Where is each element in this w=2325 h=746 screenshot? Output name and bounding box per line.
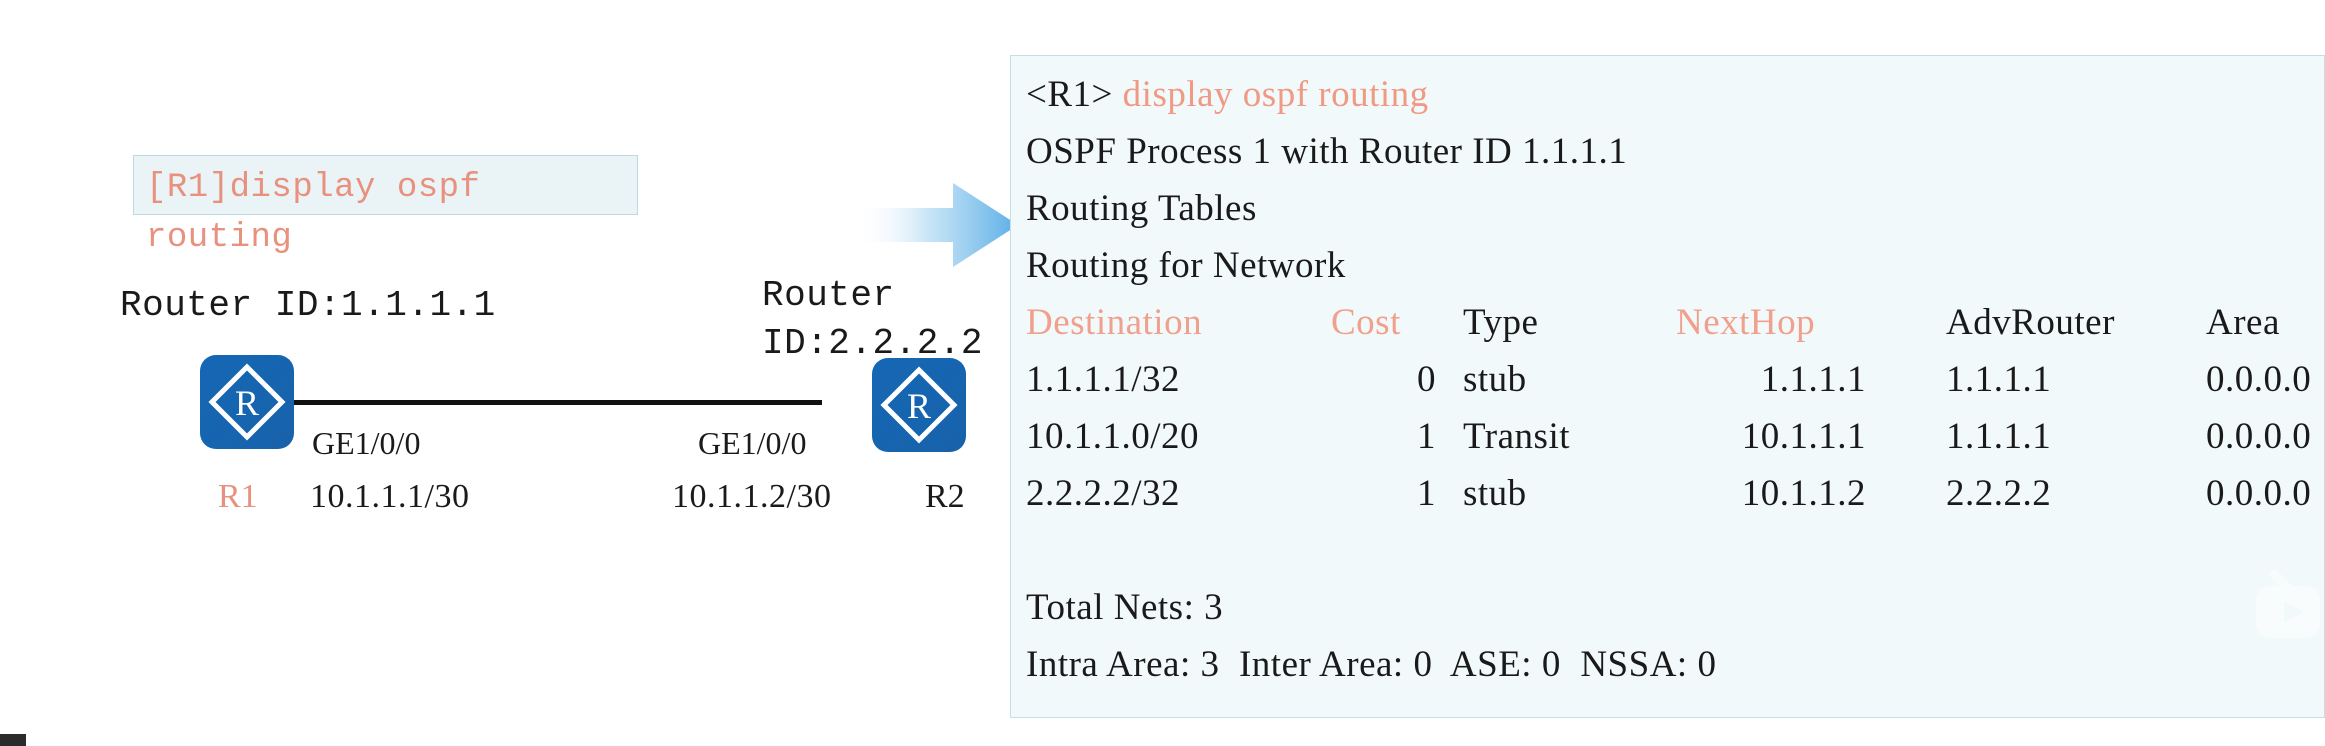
cell-cost: 0 [1417,359,1436,400]
right-router-id-label: Router ID:2.2.2.2 [762,275,984,364]
cell-destination: 10.1.1.0/20 [1026,416,1200,457]
terminal-line-2: Routing for Network [1026,245,1346,286]
cell-area: 0.0.0.0 [2206,473,2312,514]
left-ip-label: 10.1.1.1/30 [310,478,470,515]
cell-destination: 2.2.2.2/32 [1026,473,1181,514]
svg-text:R: R [235,383,259,423]
table-row: 2.2.2.2/32 1 stub 10.1.1.2 2.2.2.2 0.0.0… [1026,465,2324,522]
area-summary-line: Intra Area: 3 Inter Area: 0 ASE: 0 NSSA:… [1026,644,1717,685]
column-header-cost: Cost [1331,302,1401,343]
svg-text:R: R [907,386,931,426]
right-ip-label: 10.1.1.2/30 [672,478,832,515]
cell-advrouter: 1.1.1.1 [1946,416,2052,457]
column-header-nexthop: NextHop [1676,302,1816,343]
column-header-area: Area [2206,302,2280,343]
router-icon-r2[interactable]: R [872,358,966,452]
terminal-line-1: Routing Tables [1026,188,1257,229]
total-nets-line: Total Nets: 3 [1026,587,1224,628]
terminal-blank-line [1026,522,2324,579]
cell-cost: 1 [1417,416,1436,457]
terminal-line-0: OSPF Process 1 with Router ID 1.1.1.1 [1026,131,1628,172]
right-router-name: R2 [925,478,965,515]
cell-nexthop: 10.1.1.1 [1741,416,1866,457]
command-callout-box [133,155,638,215]
terminal-prompt-line: <R1> display ospf routing [1026,66,2324,123]
ethernet-link [262,400,822,405]
table-row: 10.1.1.0/20 1 Transit 10.1.1.1 1.1.1.1 0… [1026,408,2324,465]
left-router-name: R1 [218,478,258,515]
cell-destination: 1.1.1.1/32 [1026,359,1181,400]
command-callout-text: [R1]display ospf routing [146,169,481,257]
table-header-row: Destination Cost Type NextHop AdvRouter … [1026,294,2324,351]
cell-type: stub [1463,359,1527,400]
cell-cost: 1 [1417,473,1436,514]
cell-area: 0.0.0.0 [2206,416,2312,457]
network-diagram: [R1]display ospf routing Router ID:1.1.1… [0,0,1010,746]
cell-advrouter: 1.1.1.1 [1946,359,2052,400]
cell-type: Transit [1463,416,1571,457]
column-header-destination: Destination [1026,302,1203,343]
terminal-output-panel: <R1> display ospf routing OSPF Process 1… [1010,55,2325,718]
cell-type: stub [1463,473,1527,514]
terminal-prompt: <R1> [1026,74,1113,115]
column-header-type: Type [1463,302,1539,343]
table-row: 1.1.1.1/32 0 stub 1.1.1.1 1.1.1.1 0.0.0.… [1026,351,2324,408]
cell-nexthop: 10.1.1.2 [1741,473,1866,514]
cell-nexthop: 1.1.1.1 [1760,359,1866,400]
cell-area: 0.0.0.0 [2206,359,2312,400]
left-interface-label: GE1/0/0 [312,425,421,461]
play-button-icon [2248,568,2325,646]
bottom-left-marker [0,734,26,746]
router-icon-r1[interactable]: R [200,355,294,449]
arrow-right-icon [855,175,1020,275]
column-header-advrouter: AdvRouter [1946,302,2115,343]
cell-advrouter: 2.2.2.2 [1946,473,2052,514]
left-router-id-label: Router ID:1.1.1.1 [120,285,496,326]
terminal-command: display ospf routing [1112,74,1429,115]
right-interface-label: GE1/0/0 [698,425,807,461]
